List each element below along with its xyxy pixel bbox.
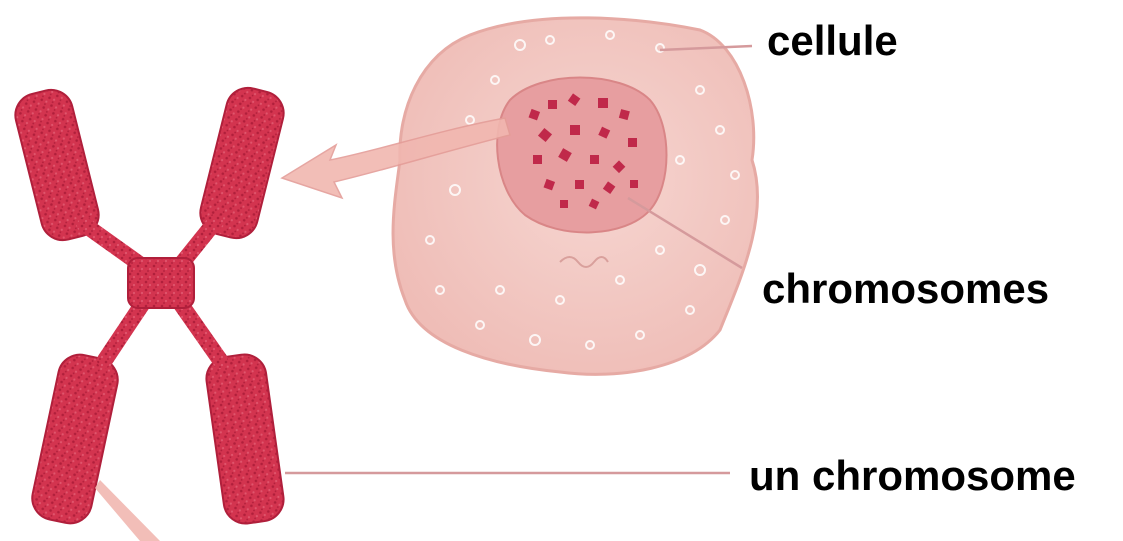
label-one-chromosome: un chromosome: [749, 455, 1076, 497]
chromosome-centromere: [128, 258, 194, 308]
label-chromosomes: chromosomes: [762, 268, 1049, 310]
nucleus: [497, 78, 666, 233]
detail-pointer: [95, 480, 160, 541]
cell: [393, 18, 757, 375]
chromosome-x: [11, 83, 289, 527]
chromosome-arm-lower-right: [204, 352, 287, 527]
label-cell: cellule: [767, 20, 898, 62]
